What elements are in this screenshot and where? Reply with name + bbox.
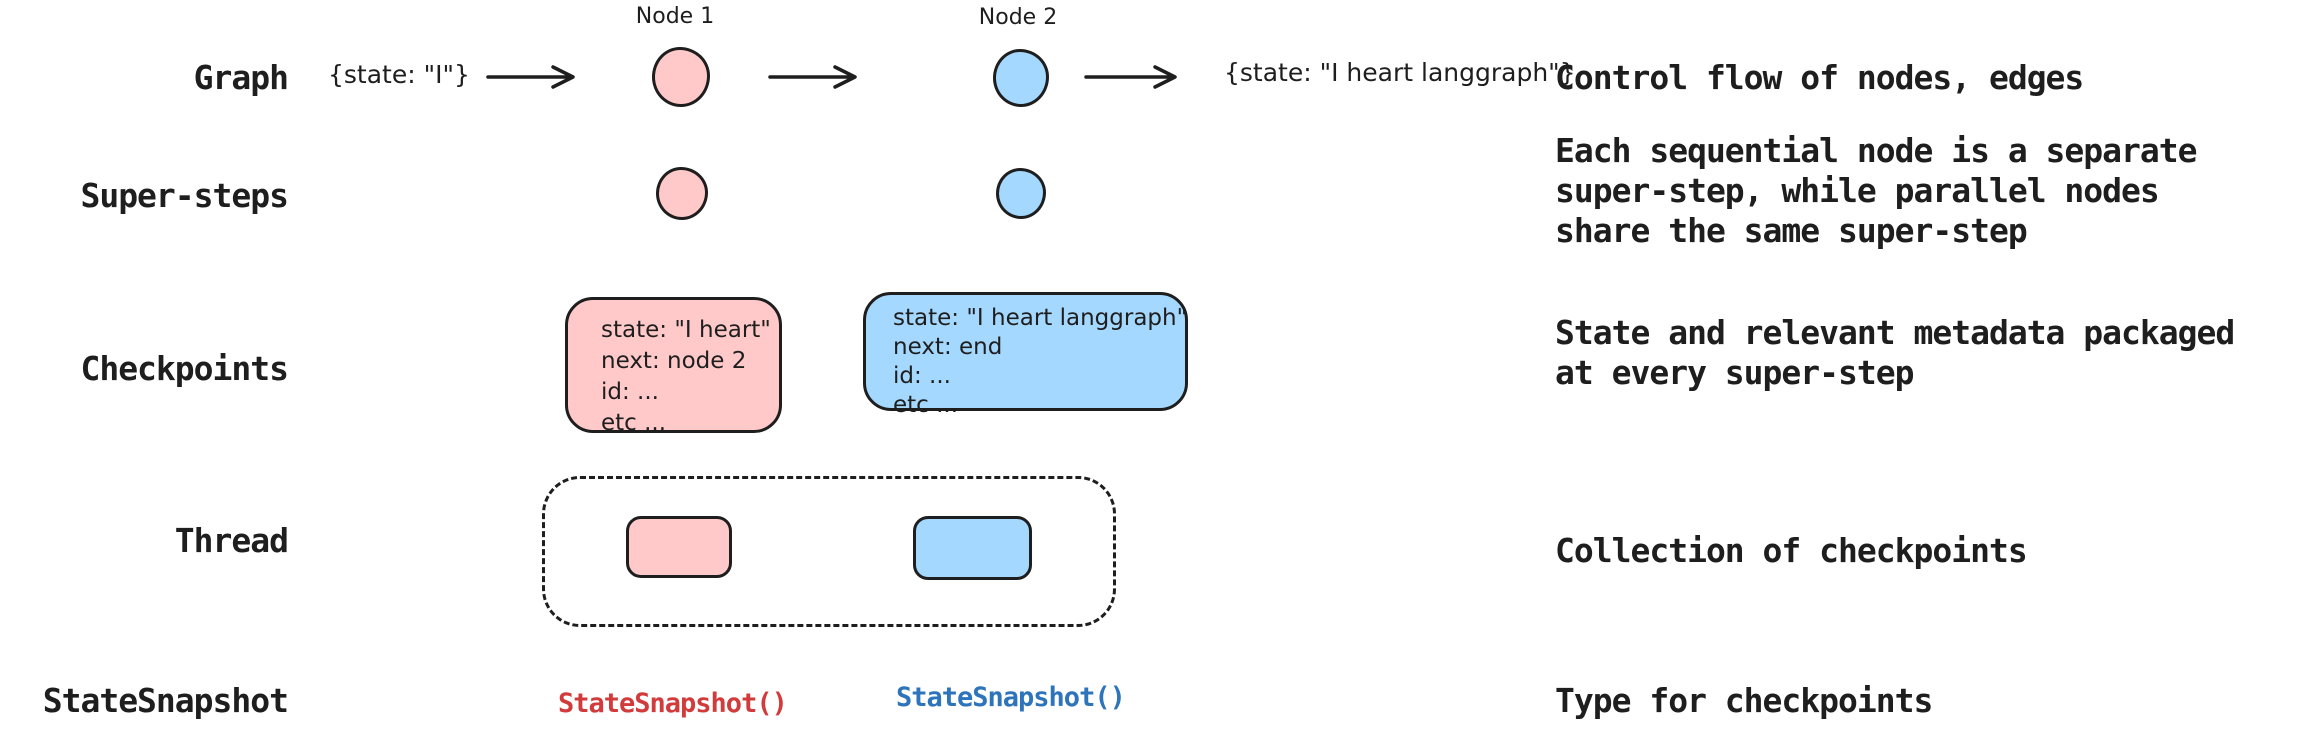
thread-checkpoint-node1 bbox=[626, 516, 732, 578]
output-state-annotation: {state: "I heart langgraph"} bbox=[1224, 58, 1576, 87]
checkpoint-line: etc ... bbox=[601, 410, 667, 436]
input-state-annotation: {state: "I"} bbox=[328, 60, 470, 89]
desc-line: State and relevant metadata packaged bbox=[1555, 313, 2235, 352]
node1-label: Node 1 bbox=[635, 4, 715, 29]
desc-line: Collection of checkpoints bbox=[1555, 531, 2028, 570]
desc-super-steps: Each sequential node is a separate super… bbox=[1555, 131, 2198, 251]
row-label-statesnapshot: StateSnapshot bbox=[42, 681, 289, 720]
statesnapshot-code-node2: StateSnapshot() bbox=[896, 682, 1126, 713]
thread-container bbox=[542, 476, 1116, 627]
desc-line: super-step, while parallel nodes bbox=[1555, 171, 2160, 210]
checkpoint-line: id: ... bbox=[601, 379, 659, 405]
desc-thread: Collection of checkpoints bbox=[1555, 531, 2028, 571]
arrow-icon bbox=[768, 65, 857, 89]
desc-line: Control flow of nodes, edges bbox=[1555, 58, 2084, 97]
row-label-thread: Thread bbox=[174, 521, 289, 560]
checkpoint-line: id: ... bbox=[893, 363, 951, 389]
checkpoint-box-node1: state: "I heart" next: node 2 id: ... et… bbox=[565, 297, 782, 436]
checkpoint-line: etc ... bbox=[893, 392, 959, 418]
arrow-icon bbox=[486, 65, 575, 89]
checkpoint-line: next: node 2 bbox=[601, 348, 747, 374]
desc-statesnapshot: Type for checkpoints bbox=[1555, 681, 1933, 721]
checkpoint-line: state: "I heart langgraph" bbox=[893, 305, 1188, 331]
checkpoint-line: state: "I heart" bbox=[601, 317, 771, 343]
super-step-node1-circle bbox=[656, 167, 708, 220]
arrow-icon bbox=[1084, 65, 1177, 89]
desc-line: Each sequential node is a separate bbox=[1555, 131, 2198, 170]
desc-line: Type for checkpoints bbox=[1555, 681, 1933, 720]
super-step-node2-circle bbox=[996, 168, 1046, 219]
checkpoint-box-node2: state: "I heart langgraph" next: end id:… bbox=[863, 292, 1188, 418]
desc-checkpoints: State and relevant metadata packaged at … bbox=[1555, 313, 2235, 393]
desc-line: at every super-step bbox=[1555, 353, 1915, 392]
thread-checkpoint-node2 bbox=[913, 516, 1032, 580]
node2-circle bbox=[993, 49, 1049, 107]
desc-line: share the same super-step bbox=[1555, 211, 2028, 250]
node2-label: Node 2 bbox=[978, 5, 1058, 30]
checkpoint-line: next: end bbox=[893, 334, 1003, 360]
node1-circle bbox=[652, 47, 710, 107]
row-label-checkpoints: Checkpoints bbox=[80, 349, 289, 388]
row-label-super-steps: Super-steps bbox=[80, 176, 289, 215]
desc-graph: Control flow of nodes, edges bbox=[1555, 58, 2084, 98]
row-label-graph: Graph bbox=[193, 58, 289, 97]
statesnapshot-code-node1: StateSnapshot() bbox=[558, 688, 788, 719]
